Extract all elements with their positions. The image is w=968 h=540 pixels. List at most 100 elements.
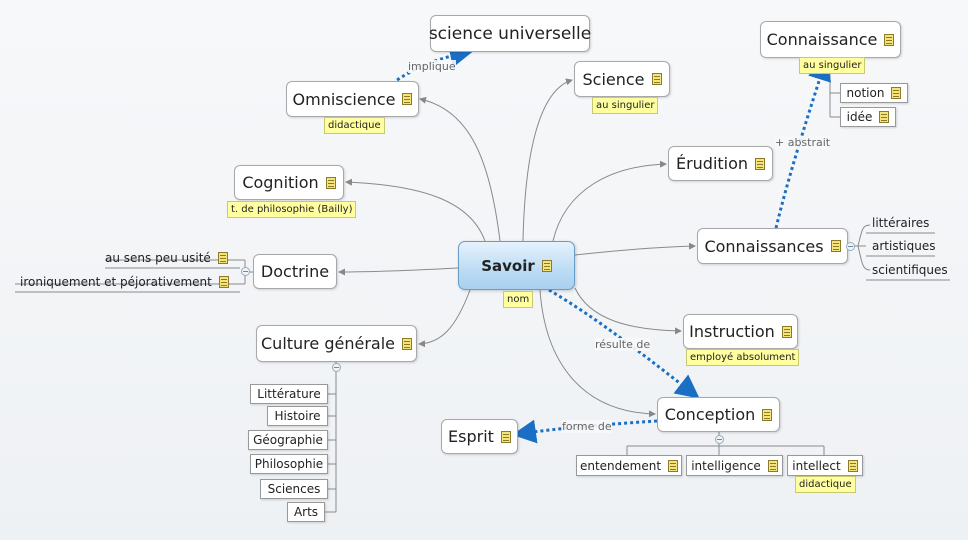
intellect-tag: didactique xyxy=(795,476,856,493)
note-icon xyxy=(879,111,890,123)
relation-label-forme-de: forme de xyxy=(562,420,612,433)
root-node-savoir[interactable]: Savoir xyxy=(458,241,575,290)
node-label: Conception xyxy=(664,405,756,424)
link-connaissances xyxy=(574,242,696,256)
note-icon xyxy=(402,93,413,105)
note-icon xyxy=(847,459,858,472)
link-culture xyxy=(418,289,471,348)
node-label: Instruction xyxy=(689,322,775,341)
child-label: Philosophie xyxy=(254,457,324,471)
node-label: science universelle xyxy=(428,23,592,44)
omniscience-tag: didactique xyxy=(324,117,385,134)
culture-child-arts[interactable]: Arts xyxy=(287,502,325,522)
node-doctrine[interactable]: Doctrine xyxy=(253,254,337,289)
note-icon xyxy=(500,430,511,443)
node-label: Culture générale xyxy=(261,334,395,353)
node-connaissances[interactable]: Connaissances xyxy=(697,228,848,264)
node-erudition[interactable]: Érudition xyxy=(668,146,773,181)
child-label: Histoire xyxy=(274,409,321,423)
node-conception[interactable]: Conception xyxy=(657,397,780,432)
note-icon xyxy=(541,259,552,272)
note-icon xyxy=(884,33,895,46)
root-tag: nom xyxy=(503,291,534,308)
relation-label-resulte-de: résulte de xyxy=(595,338,651,351)
node-label: Science xyxy=(582,69,645,89)
link-erudition xyxy=(552,160,667,242)
child-label: Littérature xyxy=(257,387,321,401)
cognition-tag: t. de philosophie (Bailly) xyxy=(227,201,357,218)
conception-child-entendement[interactable]: entendement xyxy=(576,455,682,476)
link-conception-children xyxy=(626,432,825,456)
node-label: Doctrine xyxy=(260,262,330,281)
note-icon xyxy=(762,408,773,421)
culture-child-litterature[interactable]: Littérature xyxy=(250,384,328,404)
child-label: intelligence xyxy=(691,458,761,473)
link-connaissances-children xyxy=(850,224,950,281)
collapse-toggle[interactable] xyxy=(715,435,724,444)
child-label: scientifiques xyxy=(872,263,948,277)
doctrine-child-1[interactable]: au sens peu usité xyxy=(105,251,228,265)
child-label: Sciences xyxy=(267,482,321,496)
connaissance-child-notion[interactable]: notion xyxy=(840,83,908,103)
note-icon xyxy=(668,459,679,472)
node-connaissance[interactable]: Connaissance xyxy=(760,21,901,58)
connaissance-tag: au singulier xyxy=(799,57,866,74)
note-icon xyxy=(891,87,902,99)
note-icon xyxy=(651,73,662,85)
note-icon xyxy=(218,276,229,288)
connaissances-child-artistiques[interactable]: artistiques xyxy=(872,239,935,253)
note-icon xyxy=(325,176,336,189)
connaissance-child-idee[interactable]: idée xyxy=(840,107,896,127)
node-instruction[interactable]: Instruction xyxy=(683,314,798,349)
node-label: Connaissances xyxy=(704,236,824,256)
child-label: entendement xyxy=(579,458,662,473)
node-cognition[interactable]: Cognition xyxy=(234,165,344,200)
link-culture-tree xyxy=(324,362,337,513)
node-label: Érudition xyxy=(675,154,749,173)
culture-child-geographie[interactable]: Géographie xyxy=(248,430,328,450)
conception-child-intelligence[interactable]: intelligence xyxy=(686,455,783,476)
note-icon xyxy=(767,459,778,472)
science-tag: au singulier xyxy=(592,97,659,114)
child-label: intellect xyxy=(792,458,841,473)
relation-label-plus-abstrait: + abstrait xyxy=(775,136,831,149)
doctrine-child-2[interactable]: ironiquement et péjorativement xyxy=(20,275,229,289)
node-label: Omniscience xyxy=(292,89,396,109)
relation-label-implique: implique xyxy=(408,60,456,73)
child-label: notion xyxy=(846,86,885,100)
collapse-toggle[interactable] xyxy=(332,363,341,372)
child-label: au sens peu usité xyxy=(105,251,211,265)
child-label: artistiques xyxy=(872,239,936,253)
child-label: idée xyxy=(846,110,873,124)
node-label: Esprit xyxy=(448,427,494,446)
culture-child-sciences[interactable]: Sciences xyxy=(260,479,328,499)
node-omniscience[interactable]: Omniscience xyxy=(286,81,419,117)
node-science-universelle[interactable]: science universelle xyxy=(428,15,592,52)
note-icon xyxy=(217,252,228,264)
child-label: littéraires xyxy=(872,216,930,230)
node-label: Connaissance xyxy=(766,30,878,49)
connaissances-child-scientifiques[interactable]: scientifiques xyxy=(872,263,948,277)
node-esprit[interactable]: Esprit xyxy=(441,419,518,454)
culture-child-philosophie[interactable]: Philosophie xyxy=(250,454,328,474)
link-cognition xyxy=(345,178,486,242)
child-label: ironiquement et péjorativement xyxy=(20,275,212,289)
node-science[interactable]: Science xyxy=(574,61,670,97)
link-omniscience xyxy=(419,96,501,242)
culture-child-histoire[interactable]: Histoire xyxy=(267,406,328,426)
collapse-toggle[interactable] xyxy=(846,242,855,251)
note-icon xyxy=(755,157,766,170)
conception-child-intellect[interactable]: intellect xyxy=(787,455,863,476)
link-instruction xyxy=(574,287,682,335)
child-label: Géographie xyxy=(253,433,323,447)
note-icon xyxy=(830,240,841,252)
note-icon xyxy=(781,325,792,338)
instruction-tag: employé absolument xyxy=(686,349,800,366)
node-label: Cognition xyxy=(242,173,319,192)
root-label: Savoir xyxy=(481,256,535,275)
link-science xyxy=(522,78,573,242)
collapse-toggle[interactable] xyxy=(241,267,250,276)
connaissances-child-litteraires[interactable]: littéraires xyxy=(872,216,929,230)
note-icon xyxy=(401,337,412,350)
node-culture-generale[interactable]: Culture générale xyxy=(256,325,417,362)
